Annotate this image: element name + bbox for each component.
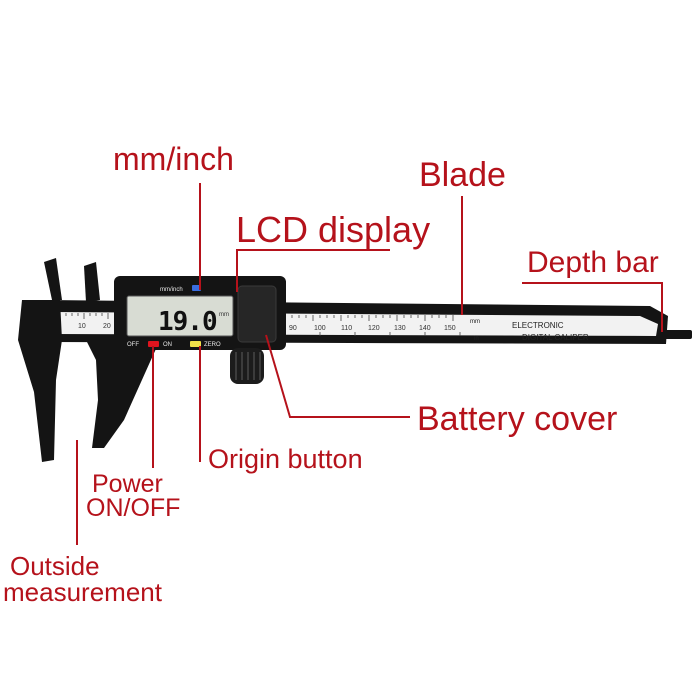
scale-label-90: 90 (289, 325, 297, 332)
lcd-unit: mm (219, 312, 229, 318)
fixed-jaw (44, 258, 62, 300)
sliding-jaw (86, 340, 160, 448)
mm-inch-button-label: mm/inch (160, 287, 183, 293)
scale-label-100: 100 (314, 325, 326, 332)
power-button[interactable] (148, 341, 159, 347)
scale-label-10: 10 (78, 323, 86, 330)
scale-label-130: 130 (394, 325, 406, 332)
leader-battery-cover (265, 334, 410, 418)
label-outside-line-1: Outside (10, 551, 100, 581)
zero-label: ZERO (204, 342, 221, 348)
zero-button[interactable] (190, 341, 201, 347)
label-blade: Blade (419, 156, 506, 194)
label-outside-line-2: measurement (3, 577, 163, 607)
off-label: OFF (127, 342, 139, 348)
label-origin-button: Origin button (208, 444, 363, 474)
lcd-reading: 19.0 (158, 307, 217, 337)
scale-label-140: 140 (419, 325, 431, 332)
scale-label-120: 120 (368, 325, 380, 332)
scale-unit-mm: mm (470, 319, 480, 325)
fixed-jaw-lower (18, 300, 62, 462)
lcd-screen (126, 295, 234, 337)
brand-line-2: DIGITAL CALIPER (522, 333, 589, 342)
leader-depth-bar (522, 282, 663, 332)
brand-line-1: ELECTRONIC (512, 321, 564, 330)
label-battery-cover: Battery cover (417, 400, 617, 438)
on-label: ON (163, 342, 172, 348)
sliding-jaw-upper (84, 262, 100, 302)
digital-caliper: 0 10 20 90 100 110 120 130 140 150 mm in… (18, 258, 692, 462)
scale-label-20: 20 (103, 323, 111, 330)
leader-lines (76, 183, 663, 545)
label-lcd-display: LCD display (236, 209, 430, 250)
label-depth-bar: Depth bar (527, 246, 659, 279)
label-mm-inch: mm/inch (113, 141, 234, 177)
label-power-line-2: ON/OFF (86, 494, 180, 522)
scale-label-110: 110 (341, 325, 352, 332)
leader-lcd (236, 249, 390, 292)
label-power-line-1: Power (92, 470, 163, 498)
scale-unit-in: in (474, 336, 479, 342)
battery-cover (237, 285, 277, 343)
mm-inch-button[interactable] (192, 285, 201, 291)
thumb-wheel[interactable] (230, 348, 264, 384)
scale-label-150: 150 (444, 325, 456, 332)
